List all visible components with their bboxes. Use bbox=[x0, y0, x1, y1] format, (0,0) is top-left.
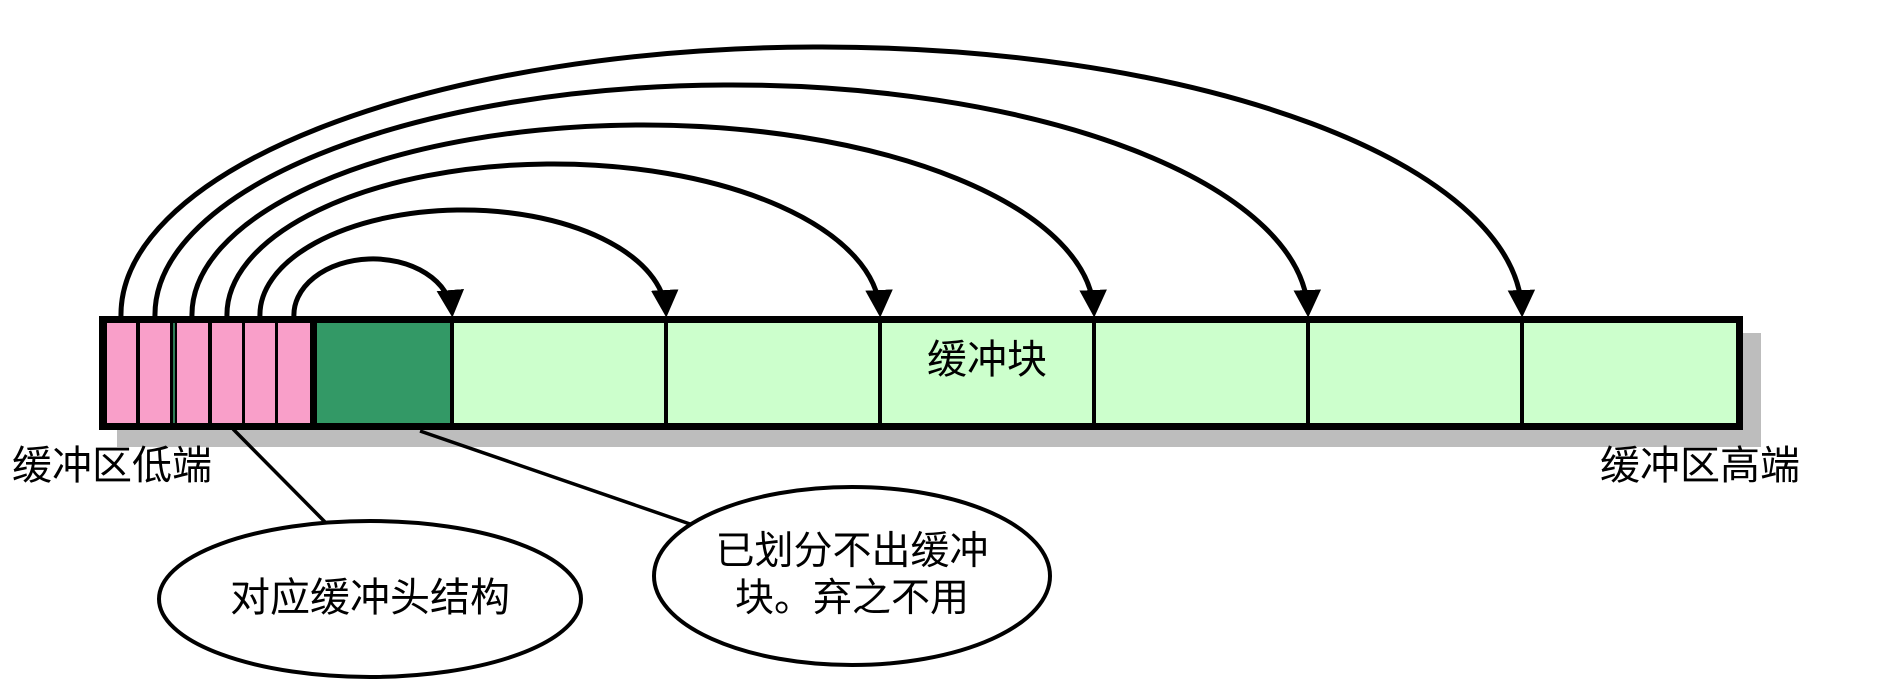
pointer-arc bbox=[189, 122, 1107, 319]
pointer-arc bbox=[152, 82, 1321, 319]
label-buffer-low-end: 缓冲区低端 bbox=[12, 443, 212, 488]
header-gap-sliver bbox=[173, 323, 175, 423]
buffer-region-bar bbox=[99, 316, 1743, 430]
pointer-arc bbox=[257, 207, 679, 319]
buffer-block-label: 缓冲块 bbox=[927, 337, 1047, 382]
buffer-header-slot bbox=[140, 323, 170, 423]
unused-remainder-segment bbox=[317, 323, 452, 423]
label-buffer-high-end: 缓冲区高端 bbox=[1600, 443, 1800, 488]
buffer-header-slot bbox=[278, 323, 310, 423]
block-divider bbox=[1092, 323, 1096, 423]
buffer-header-slot bbox=[107, 323, 136, 423]
block-divider bbox=[878, 323, 882, 423]
block-divider bbox=[1520, 323, 1524, 423]
block-divider bbox=[1306, 323, 1310, 423]
callout-unused-line1: 已划分不出缓冲 bbox=[715, 530, 989, 573]
pointer-arc bbox=[291, 256, 465, 319]
callout-header-struct-text: 对应缓冲头结构 bbox=[230, 575, 510, 620]
buffer-header-slot bbox=[177, 323, 208, 423]
callout-unused-line2: 块。弃之不用 bbox=[734, 577, 969, 620]
pointer-arc bbox=[224, 161, 893, 319]
buffer-header-slot bbox=[212, 323, 242, 423]
buffer-header-slot bbox=[245, 323, 275, 423]
block-divider bbox=[664, 323, 668, 423]
block-divider bbox=[450, 323, 454, 423]
callout-unused-text: 已划分不出缓冲 块。弃之不用 bbox=[652, 528, 1052, 622]
pointer-arc bbox=[118, 44, 1536, 319]
